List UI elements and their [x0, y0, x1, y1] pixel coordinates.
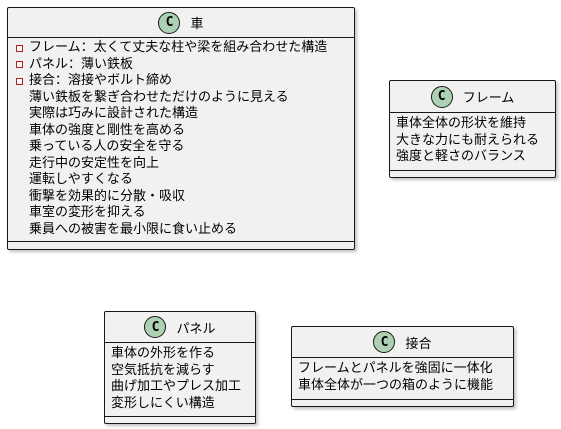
methods-separator: [105, 416, 255, 417]
attribute-text: 接合：溶接やボルト締め: [29, 73, 173, 88]
class-car[interactable]: C 車 フレーム：太くて丈夫な柱や梁を組み合わせた構造 パネル：薄い鉄板 接合：…: [7, 7, 355, 250]
class-icon: C: [373, 331, 396, 353]
class-joint[interactable]: C 接合 フレームとパネルを強固に一体化 車体全体が一つの箱のように機能: [291, 326, 514, 407]
member-text: 変形しにくい構造: [111, 395, 215, 411]
private-field-icon: [16, 44, 23, 52]
class-members: フレーム：太くて丈夫な柱や梁を組み合わせた構造 パネル：薄い鉄板 接合：溶接やボ…: [8, 38, 354, 238]
class-icon: C: [158, 11, 181, 34]
member-text: 走行中の安定性を向上: [29, 155, 160, 171]
member-text: 車体全体の形状を維持: [396, 116, 527, 131]
private-field-icon: [16, 77, 23, 85]
member-text: 強度と軽さのバランス: [396, 149, 526, 164]
class-header: C フレーム: [390, 81, 555, 113]
member-text: 実際は巧みに設計された構造: [29, 106, 199, 121]
class-icon: C: [430, 85, 453, 108]
class-name: 車: [190, 17, 204, 32]
member-text: 運転しやすくなる: [29, 172, 133, 187]
class-header: C 接合: [292, 327, 513, 358]
member-text: 空気抵抗を減らす: [111, 362, 215, 378]
member-text: 乗員への被害を最小限に食い止める: [29, 221, 238, 237]
member-text: 薄い鉄板を繋ぎ合わせただけのように見える: [29, 89, 289, 105]
class-icon: C: [144, 316, 167, 338]
class-frame[interactable]: C フレーム 車体全体の形状を維持 大きな力にも耐えられる 強度と軽さのバランス: [389, 80, 556, 178]
methods-separator: [292, 399, 513, 400]
member-text: 曲げ加工やプレス加工: [111, 379, 242, 394]
attribute-text: フレーム：太くて丈夫な柱や梁を組み合わせた構造: [29, 40, 328, 55]
member-text: 衝撃を効果的に分散・吸収: [29, 188, 186, 204]
attribute-text: パネル：薄い鉄板: [29, 56, 134, 72]
class-panel[interactable]: C パネル 車体の外形を作る 空気抵抗を減らす 曲げ加工やプレス加工 変形しにく…: [104, 311, 256, 424]
member-text: 車体の強度と剛性を高める: [29, 122, 186, 138]
member-text: 乗っている人の安全を守る: [29, 139, 185, 154]
class-header: C パネル: [105, 312, 255, 343]
class-name: フレーム: [462, 91, 515, 106]
class-members: フレームとパネルを強固に一体化 車体全体が一つの箱のように機能: [292, 358, 513, 394]
attribute-row: 接合：溶接やボルト締め: [16, 73, 346, 90]
class-members: 車体の外形を作る 空気抵抗を減らす 曲げ加工やプレス加工 変形しにくい構造: [105, 343, 255, 412]
member-text: 車体の外形を作る: [111, 346, 216, 361]
member-text: 車体全体が一つの箱のように機能: [298, 377, 494, 393]
member-text: 車室の変形を抑える: [29, 205, 146, 220]
class-header: C 車: [8, 8, 354, 38]
class-name: 接合: [405, 336, 432, 352]
class-name: パネル: [176, 321, 216, 337]
attribute-row: パネル：薄い鉄板: [16, 57, 346, 74]
methods-separator: [390, 170, 555, 171]
member-text: フレームとパネルを強固に一体化: [298, 361, 493, 376]
methods-separator: [8, 241, 354, 242]
class-members: 車体全体の形状を維持 大きな力にも耐えられる 強度と軽さのバランス: [390, 113, 555, 166]
attribute-row: フレーム：太くて丈夫な柱や梁を組み合わせた構造: [16, 40, 346, 57]
member-text: 大きな力にも耐えられる: [396, 132, 540, 148]
private-field-icon: [16, 61, 23, 69]
